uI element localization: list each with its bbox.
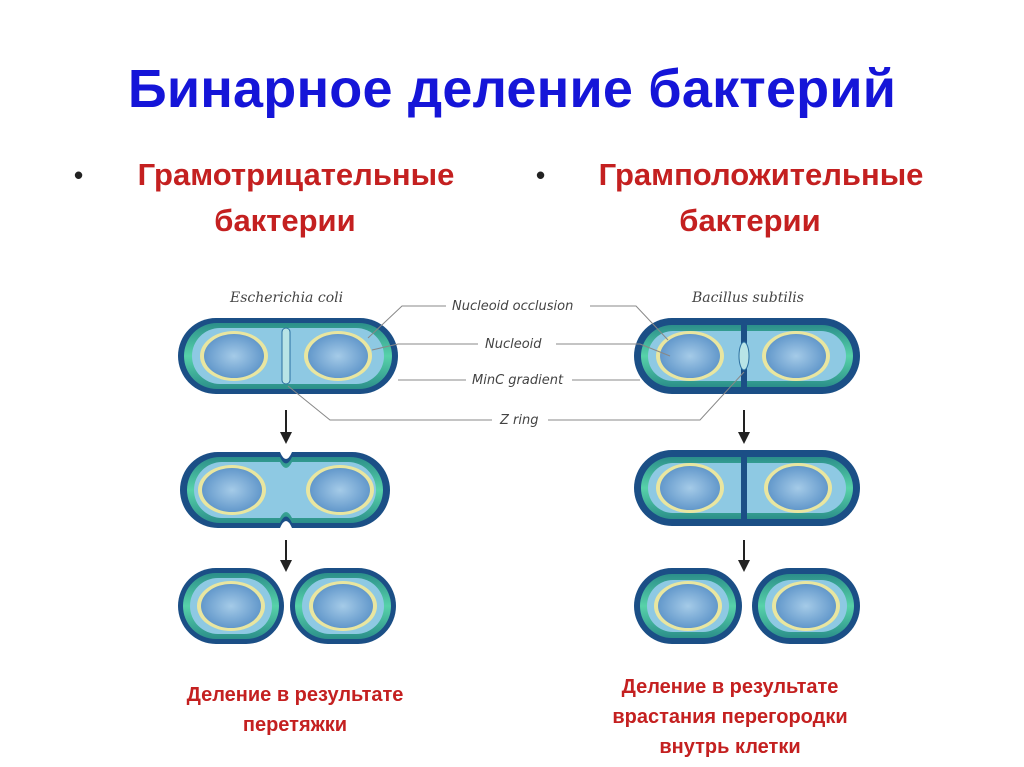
caption-left-line1: Деление в результате [150,680,440,710]
gram-positive-daughter-cell-b [752,568,860,644]
gram-positive-cell-row1 [634,318,860,394]
label-minc-gradient: MinC gradient [472,373,564,388]
caption-left-line2: перетяжки [150,710,440,740]
species-right-label: Bacillus subtilis [691,290,804,306]
caption-right-line2: врастания перегородки [560,702,900,732]
label-z-ring: Z ring [499,413,539,428]
caption-right-line3: внутрь клетки [560,732,900,762]
label-nucleoid-occlusion: Nucleoid occlusion [452,299,573,314]
species-left-label: Escherichia coli [229,290,343,306]
gram-positive-cell-row2 [634,450,860,526]
label-nucleoid: Nucleoid [485,337,542,352]
caption-constriction: Деление в результате перетяжки [150,680,440,740]
gram-negative-cell-row2 [180,452,390,528]
gram-negative-cell-row1 [178,318,398,394]
gram-positive-daughter-cell-a [634,568,742,644]
gram-negative-daughter-cell-b [290,568,396,644]
caption-right-line1: Деление в результате [560,672,900,702]
gram-negative-daughter-cell-a [178,568,284,644]
caption-septum: Деление в результате врастания перегород… [560,672,900,762]
